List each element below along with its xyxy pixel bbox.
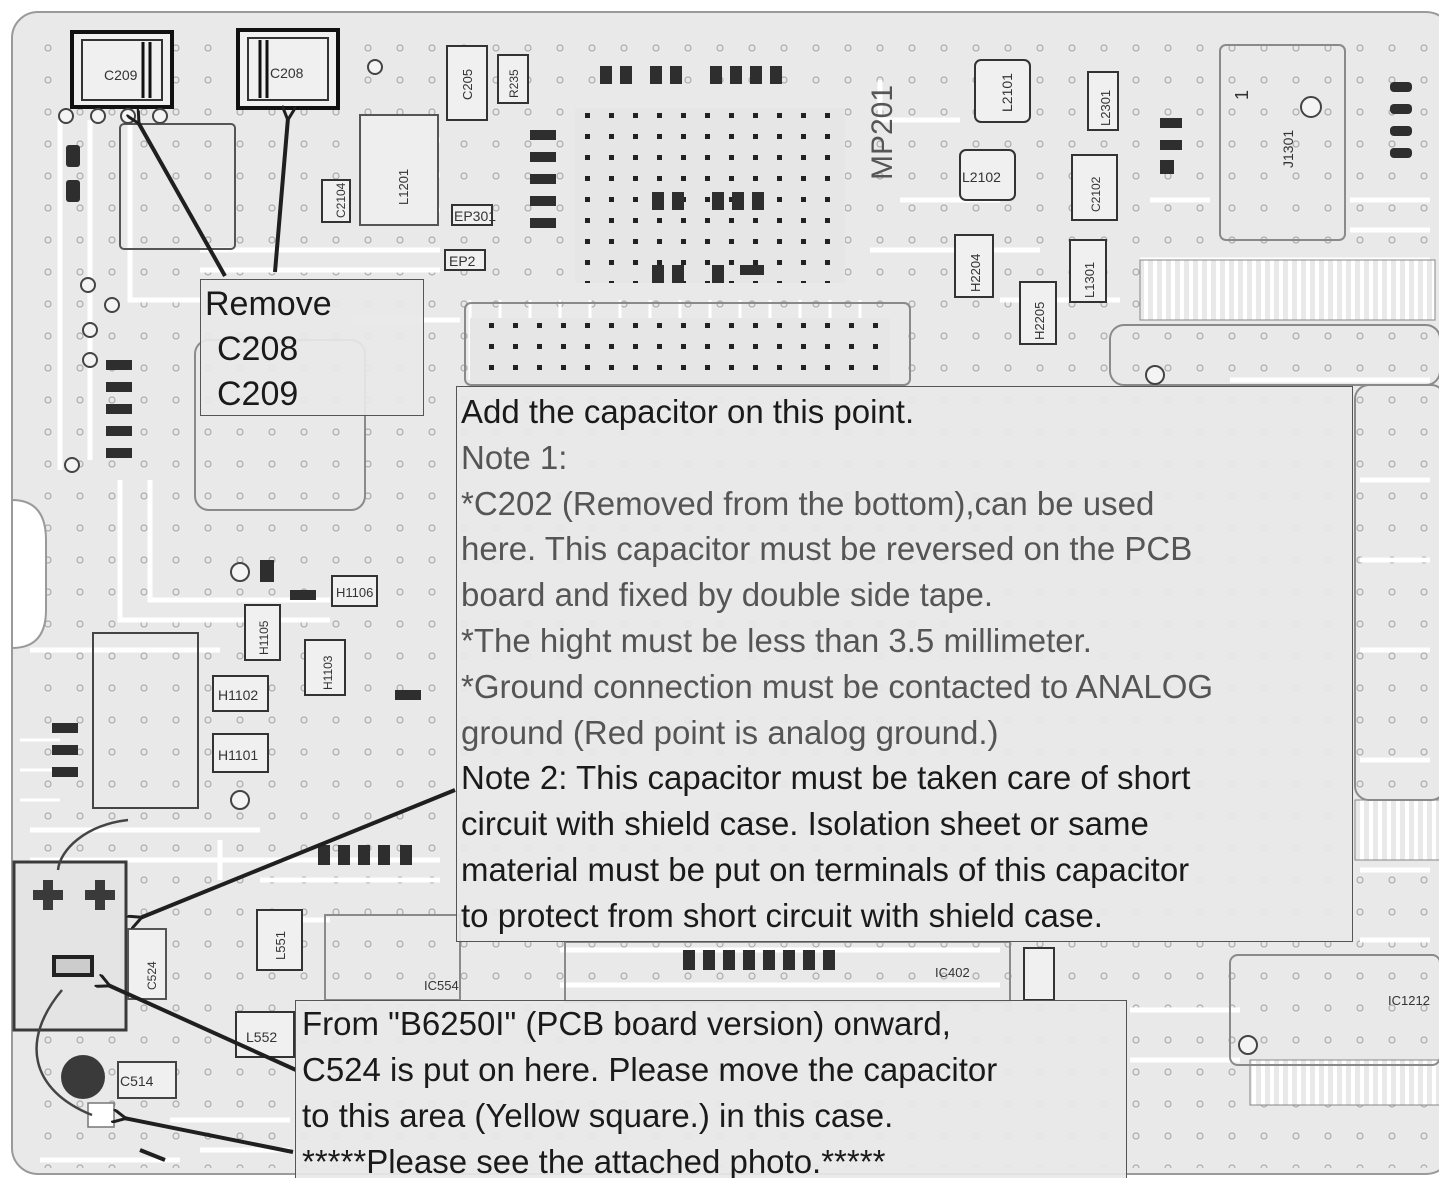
note-line: C209 bbox=[217, 375, 299, 413]
label-mp201: MP201 bbox=[866, 85, 899, 180]
note-line: *****Please see the attached photo.***** bbox=[302, 1143, 886, 1178]
c209-part bbox=[70, 30, 174, 109]
note-line: C208 bbox=[217, 330, 299, 368]
note-line: Note 1: bbox=[461, 438, 568, 476]
label-l1201: L1201 bbox=[396, 169, 411, 205]
note-line: *The hight must be less than 3.5 millime… bbox=[461, 621, 1092, 659]
label-l2102: L2102 bbox=[962, 169, 1001, 185]
label-l1301: L1301 bbox=[1082, 262, 1097, 298]
label-ic554: IC554 bbox=[424, 978, 459, 993]
note-line: to protect from short circuit with shiel… bbox=[461, 896, 1103, 934]
note-add-capacitor: Add the capacitor on this point. Note 1:… bbox=[456, 386, 1353, 942]
label-l552: L552 bbox=[246, 1029, 277, 1045]
note-line: material must be put on terminals of thi… bbox=[461, 850, 1190, 888]
note-line: From "B6250I" (PCB board version) onward… bbox=[302, 1005, 951, 1042]
label-l551: L551 bbox=[273, 931, 288, 960]
label-l2301: L2301 bbox=[1098, 90, 1113, 126]
label-r235: R235 bbox=[507, 69, 521, 98]
label-h1103: H1103 bbox=[321, 655, 335, 690]
label-c524: C524 bbox=[145, 961, 159, 990]
label-c208: C208 bbox=[270, 65, 304, 81]
arrow-to-yellow-square bbox=[124, 1118, 294, 1154]
label-h2204: H2204 bbox=[968, 254, 983, 292]
label-ep2: EP2 bbox=[449, 253, 476, 269]
label-ep301: EP301 bbox=[454, 208, 496, 224]
label-h1102: H1102 bbox=[218, 687, 258, 703]
component-labels: C209 C208 C205 R235 MP201 L2101 L2102 J1… bbox=[104, 65, 1430, 1089]
arrow-to-c209 bbox=[138, 122, 227, 277]
label-ic1212: IC1212 bbox=[1388, 993, 1430, 1008]
j1301-connector bbox=[1219, 44, 1346, 241]
label-h1101: H1101 bbox=[218, 747, 258, 763]
note-line: board and fixed by double side tape. bbox=[461, 576, 994, 614]
analog-ground-point bbox=[61, 1055, 105, 1099]
label-c205: C205 bbox=[460, 69, 475, 100]
board-notch bbox=[11, 498, 47, 650]
note-line: here. This capacitor must be reversed on… bbox=[461, 530, 1193, 568]
note-line: *Ground connection must be contacted to … bbox=[461, 667, 1214, 705]
note-line: Remove bbox=[205, 285, 332, 323]
arrow-to-c208 bbox=[273, 118, 288, 273]
label-j1301: J1301 bbox=[1280, 130, 1296, 168]
note-line: Note 2: This capacitor must be taken car… bbox=[461, 759, 1191, 797]
arrow-to-c524-area bbox=[108, 985, 297, 1072]
note-remove-c208-c209: Remove C208 C209 bbox=[200, 279, 424, 416]
note-line: circuit with shield case. Isolation shee… bbox=[461, 805, 1149, 843]
label-c2102: C2102 bbox=[1089, 176, 1103, 212]
c208-part bbox=[236, 28, 340, 110]
label-h2205: H2205 bbox=[1032, 302, 1047, 340]
note-line: C524 is put on here. Please move the cap… bbox=[302, 1051, 998, 1088]
label-c2104: C2104 bbox=[334, 182, 348, 218]
note-line: Add the capacitor on this point. bbox=[461, 393, 915, 430]
note-move-c524: From "B6250I" (PCB board version) onward… bbox=[295, 1000, 1127, 1178]
label-c209: C209 bbox=[104, 67, 138, 83]
label-h1105: H1105 bbox=[257, 620, 271, 655]
capacitor-target-area bbox=[12, 860, 128, 1032]
note-line: to this area (Yellow square.) in this ca… bbox=[302, 1097, 894, 1134]
note-line: *C202 (Removed from the bottom),can be u… bbox=[461, 484, 1155, 522]
label-l2101: L2101 bbox=[999, 73, 1015, 112]
label-c514: C514 bbox=[120, 1073, 154, 1089]
label-h1106: H1106 bbox=[336, 585, 373, 600]
label-pin1: 1 bbox=[1232, 90, 1252, 100]
annotation-arrows bbox=[35, 118, 456, 1162]
arrow-to-target bbox=[140, 788, 456, 918]
note-line: ground (Red point is analog ground.) bbox=[461, 713, 999, 751]
label-ic402: IC402 bbox=[935, 965, 970, 980]
